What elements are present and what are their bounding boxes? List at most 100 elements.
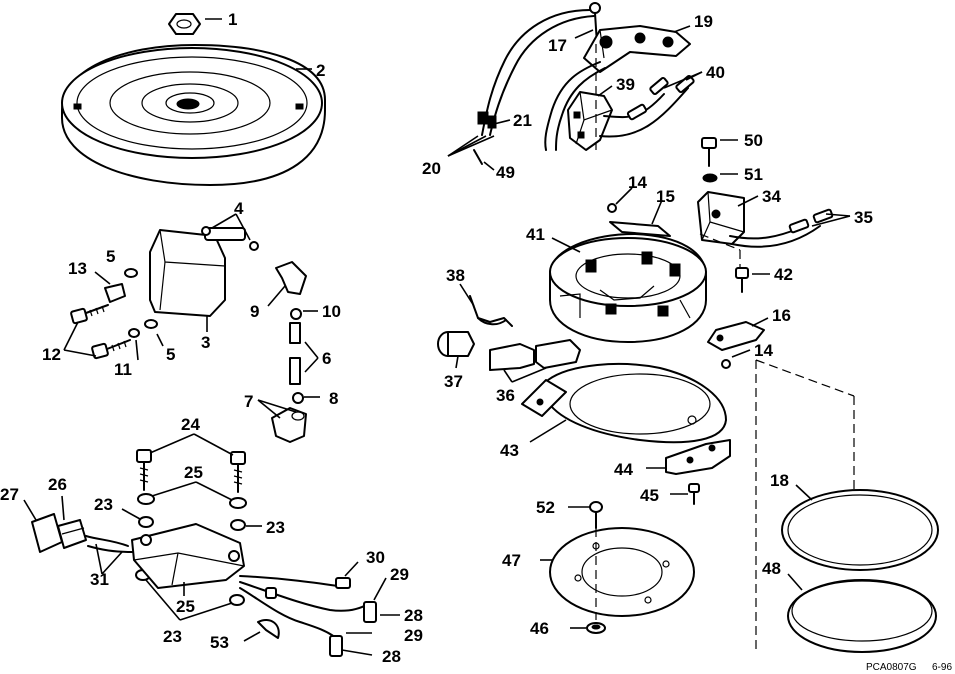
- callout-34: 34: [762, 187, 781, 206]
- revision-date: 6-96: [932, 662, 952, 673]
- callout-26: 26: [48, 475, 67, 494]
- callout-21: 21: [513, 111, 532, 130]
- charge-coil-39: [567, 91, 613, 151]
- retainer-plate-47: [549, 527, 695, 617]
- callout-10: 10: [322, 302, 341, 321]
- callout-50: 50: [744, 131, 763, 150]
- ring-18: [781, 489, 939, 571]
- callout-45: 45: [640, 486, 659, 505]
- roller-37: [437, 331, 475, 357]
- retainer-16: [707, 321, 765, 351]
- nut-46: [586, 622, 606, 634]
- washer-23-b: [230, 519, 246, 531]
- callout-31: 31: [90, 570, 109, 589]
- washer-5-lower: [144, 319, 158, 329]
- screw-24-left: [136, 449, 152, 491]
- assembly-alignment-lines: [595, 44, 855, 652]
- callout-47: 47: [502, 551, 521, 570]
- spring-38: [469, 295, 513, 327]
- callout-27: 27: [0, 485, 19, 504]
- callout-9: 9: [250, 302, 259, 321]
- washer-51: [702, 173, 718, 183]
- ring-48: [787, 579, 937, 653]
- washer-5-upper: [124, 268, 138, 278]
- spark-plug-boot-9: [275, 261, 307, 295]
- callout-35: 35: [854, 208, 873, 227]
- callout-42: 42: [774, 265, 793, 284]
- callout-18: 18: [770, 471, 789, 490]
- callout-43: 43: [500, 441, 519, 460]
- callout-4: 4: [234, 199, 244, 218]
- callout-23-a: 23: [94, 495, 113, 514]
- screw-45: [688, 483, 700, 505]
- washer-23-d: [229, 594, 245, 606]
- callout-5-lower: 5: [166, 345, 175, 364]
- sleeves-36: [489, 339, 581, 371]
- washer-25-left: [137, 493, 155, 505]
- rectifier-34: [697, 191, 745, 245]
- screw-17: [589, 2, 601, 45]
- callout-6: 6: [322, 349, 331, 368]
- connector-26: [57, 519, 87, 549]
- callout-51: 51: [744, 165, 763, 184]
- callout-40: 40: [706, 63, 725, 82]
- callout-17: 17: [548, 36, 567, 55]
- power-pack-part: [131, 523, 245, 589]
- callout-29-lower: 29: [404, 626, 423, 645]
- coil-leads-40: [599, 74, 695, 138]
- washer-25-right: [229, 497, 247, 509]
- bracket-15: [609, 221, 671, 237]
- screw-12-lower: [91, 339, 131, 360]
- callout-38: 38: [446, 266, 465, 285]
- callout-41: 41: [526, 225, 545, 244]
- cable-31: [85, 535, 133, 553]
- callout-labels: 1 2 3 4 5 5 6 7 8 9 10 11 12 13 14 14 15…: [0, 10, 952, 673]
- callout-24: 24: [181, 415, 200, 434]
- callout-46: 46: [530, 619, 549, 638]
- screw-24-right: [230, 451, 246, 493]
- callout-30: 30: [366, 548, 385, 567]
- wire-harness-21: [477, 9, 606, 151]
- callout-48: 48: [762, 559, 781, 578]
- callout-44: 44: [614, 460, 633, 479]
- rectifier-leads-35: [729, 208, 834, 248]
- callout-15: 15: [656, 187, 675, 206]
- callout-39: 39: [616, 75, 635, 94]
- callout-29-upper: 29: [390, 565, 409, 584]
- callout-20: 20: [422, 159, 441, 178]
- callout-16: 16: [772, 306, 791, 325]
- drawing-code: PCA0807G: [866, 662, 917, 673]
- flywheel-nut-part: [168, 13, 201, 35]
- plug-27: [31, 513, 63, 553]
- clip-13: [104, 283, 126, 303]
- washer-11: [128, 328, 140, 338]
- screw-14-upper: [607, 203, 617, 213]
- screw-50: [701, 137, 717, 167]
- callout-28-upper: 28: [404, 606, 423, 625]
- callout-23-c: 23: [163, 627, 182, 646]
- callout-14-lower: 14: [754, 341, 773, 360]
- callout-36: 36: [496, 386, 515, 405]
- callout-5-upper: 5: [106, 247, 115, 266]
- callout-37: 37: [444, 372, 463, 391]
- timer-base-sensor-19: [583, 25, 691, 73]
- clip-10: [290, 308, 302, 320]
- ground-wire-30: [239, 575, 351, 589]
- callout-14-upper: 14: [628, 173, 647, 192]
- high-tension-wire-6: [289, 322, 301, 385]
- spark-plug-boot-7: [271, 407, 307, 443]
- callout-25-upper: 25: [184, 463, 203, 482]
- callout-12: 12: [42, 345, 61, 364]
- callout-23-b: 23: [266, 518, 285, 537]
- clip-8: [292, 392, 304, 404]
- ignition-coil-part: [149, 226, 259, 317]
- callout-11: 11: [114, 360, 132, 379]
- terminal-49: [473, 149, 483, 165]
- flywheel-part: [61, 44, 326, 186]
- armature-plate-41: [549, 233, 707, 343]
- callout-13: 13: [68, 259, 87, 278]
- callout-1: 1: [228, 10, 237, 29]
- callout-52: 52: [536, 498, 555, 517]
- screw-12-upper: [70, 304, 109, 325]
